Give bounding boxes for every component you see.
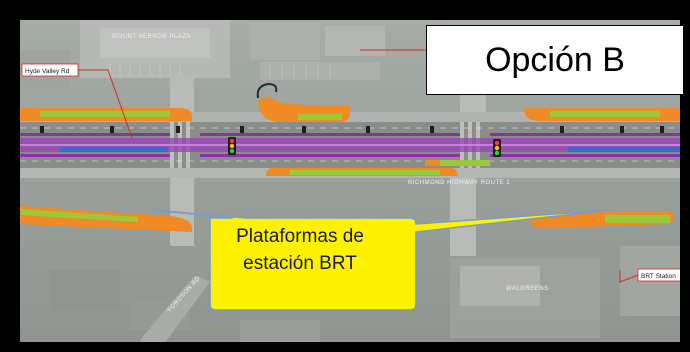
station-tag-label: BRT Station: [641, 273, 676, 280]
bus-lane-east: [568, 147, 680, 152]
brt-platform-south-east: [530, 212, 674, 229]
callout-text: Plataformas de estación BRT: [206, 210, 394, 290]
north-sidewalk: [20, 112, 680, 122]
option-title-box: Opción B: [426, 25, 684, 95]
brt-platform-north-center: [256, 82, 350, 122]
map-label-lot: WALGREENS: [506, 286, 549, 292]
callout-shape: [151, 209, 611, 311]
station-tag: BRT Station: [637, 268, 680, 282]
road-tag-label: Hyde Valley Rd: [25, 68, 70, 75]
traffic-signals: [40, 126, 664, 157]
callout-line-2: estación BRT: [243, 253, 357, 274]
bus-lane-west: [60, 147, 168, 152]
brt-platform-south-west: [20, 206, 192, 232]
brt-median-island-center: [266, 160, 490, 176]
brt-platform-north-west: [20, 108, 192, 121]
lane-markings: [20, 127, 680, 162]
brt-platform-north-east: [524, 108, 680, 121]
map-label-plaza: MOUNT VERNON PLAZA: [112, 34, 191, 40]
curb-return-east: [684, 206, 690, 234]
road-tag: Hyde Valley Rd: [21, 63, 79, 77]
option-title: Opción B: [485, 40, 625, 79]
map-label-avenue: RICHMOND HIGHWAY ROUTE 1: [408, 180, 510, 186]
median-busway: [20, 133, 680, 157]
parking-stripes: [109, 64, 331, 78]
callout-line-1: Plataformas de: [236, 226, 364, 247]
